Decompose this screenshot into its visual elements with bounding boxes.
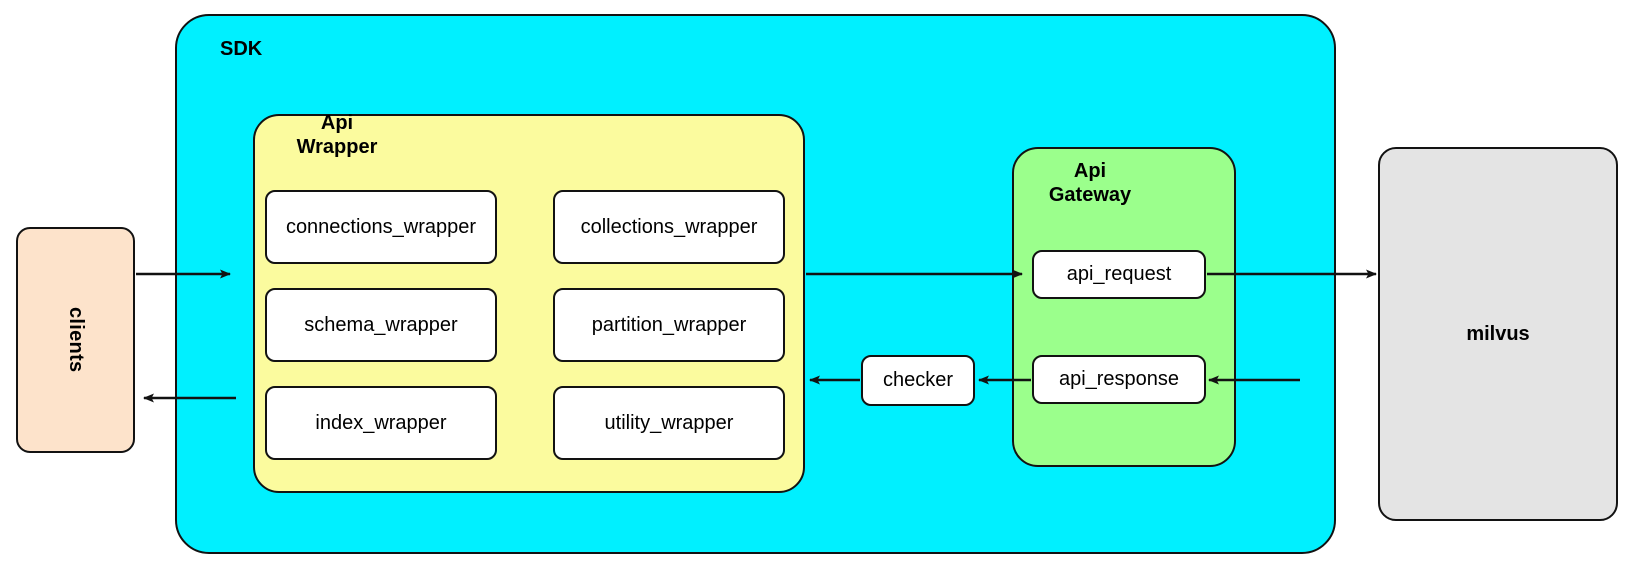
- node-api-response[interactable]: api_response: [1032, 355, 1206, 404]
- node-index-wrapper[interactable]: index_wrapper: [265, 386, 497, 460]
- api-gateway-label: Api Gateway: [1048, 160, 1132, 206]
- node-milvus[interactable]: milvus: [1378, 147, 1618, 521]
- node-connections-wrapper[interactable]: connections_wrapper: [265, 190, 497, 264]
- node-partition-wrapper[interactable]: partition_wrapper: [553, 288, 785, 362]
- node-schema-wrapper[interactable]: schema_wrapper: [265, 288, 497, 362]
- node-clients[interactable]: clients: [16, 227, 135, 453]
- node-api-request[interactable]: api_request: [1032, 250, 1206, 299]
- node-clients-label: clients: [65, 307, 87, 373]
- node-utility-wrapper[interactable]: utility_wrapper: [553, 386, 785, 460]
- api-wrapper-label: Api Wrapper: [296, 112, 378, 158]
- sdk-label: SDK: [220, 38, 263, 60]
- api-gateway-container: [1012, 147, 1236, 467]
- node-collections-wrapper[interactable]: collections_wrapper: [553, 190, 785, 264]
- node-checker[interactable]: checker: [861, 355, 975, 406]
